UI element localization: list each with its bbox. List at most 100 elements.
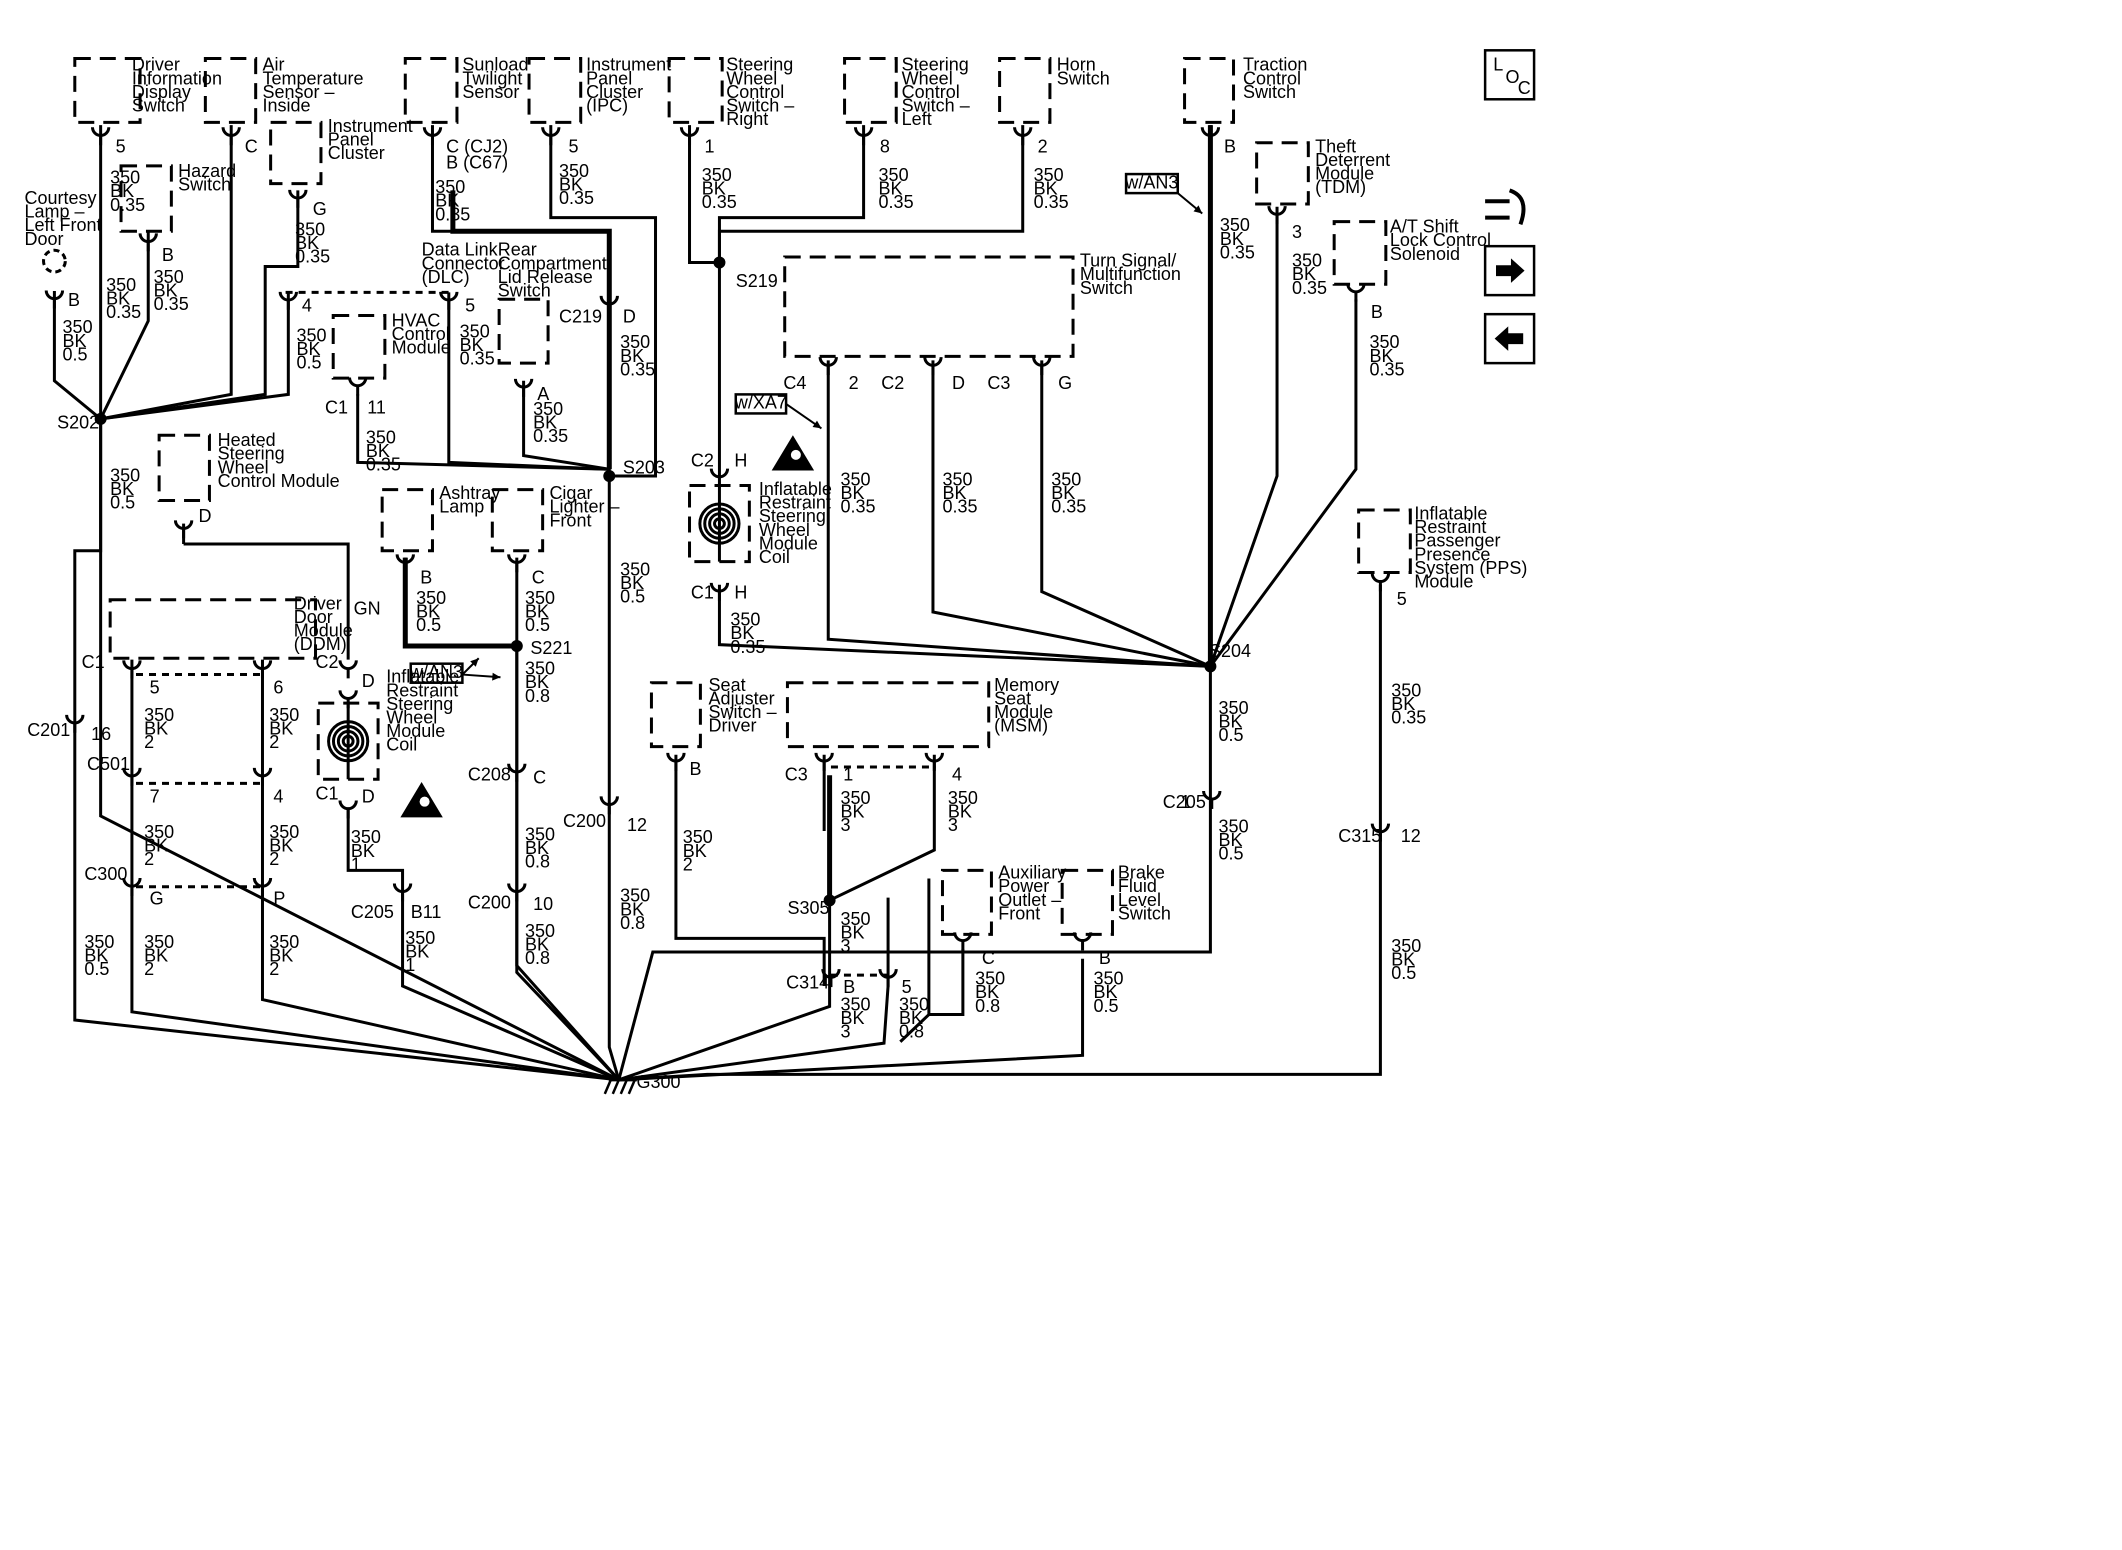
pin-4-c501: 4 (273, 786, 283, 806)
seat-adjuster-box (649, 681, 702, 749)
wire-label: BK (840, 801, 864, 821)
connector-symbol (338, 660, 358, 670)
heavy-wire (402, 557, 517, 649)
pin-5-ipc2: 5 (568, 136, 578, 156)
label-tdm: Module (1315, 164, 1374, 184)
connector-symbol (923, 356, 943, 367)
wire-label: 3 (840, 936, 850, 956)
pin-c1-c205: 1 (1180, 792, 1190, 812)
sunload-sensor-box (403, 56, 459, 124)
label-atshift: Solenoid (1390, 244, 1460, 264)
wire-label: 0.35 (533, 426, 568, 446)
label-pps: Passenger (1414, 531, 1500, 551)
wire-label: 0.35 (1391, 708, 1426, 728)
label-dlc: Data Link (422, 240, 499, 260)
connector-symbol (173, 520, 194, 530)
connector-symbol (252, 877, 273, 888)
pin-b-ashtray: B (420, 567, 432, 587)
wire-label: 350 (144, 705, 174, 725)
pin-d-c2: D (952, 373, 965, 393)
wire-label: 350 (1391, 936, 1421, 956)
wire (52, 291, 102, 421)
wire-label: 350 (942, 470, 972, 490)
label-rear-lid: Compartment (498, 253, 607, 273)
label-aux-power: Auxiliary (998, 863, 1066, 883)
conn-c219: C208 (468, 765, 511, 785)
label-cigar: Front (549, 510, 591, 530)
connector-symbols (44, 127, 1391, 988)
wire-label: BK (63, 331, 87, 351)
pin-2-c4: 2 (849, 373, 859, 393)
pin-b-seatadj: B (690, 759, 702, 779)
wire-label: 0.5 (620, 586, 645, 606)
wire-label: 2 (144, 959, 154, 979)
wire-label: BK (1220, 229, 1244, 249)
label-rear-lid: Lid Release (498, 267, 593, 287)
pin-6-ddm: 6 (273, 678, 283, 698)
label-cigar: Lighter – (549, 497, 619, 517)
prev-arrow-button (1483, 312, 1536, 365)
wire-label: 350 (840, 909, 870, 929)
label-swcl: Control (902, 82, 960, 102)
wire-label: 0.35 (702, 192, 737, 212)
option-tag-an3-lower-label: w/AN3 (409, 662, 463, 682)
label-hazard: Switch (178, 174, 231, 194)
connector-symbol (814, 752, 834, 763)
label-coil-lower: Restraint (386, 680, 458, 700)
msm-box (785, 681, 991, 749)
wire-label: BK (1370, 346, 1394, 366)
label-coil-upper: Restraint (759, 493, 831, 513)
wire-label: BK (620, 573, 644, 593)
label-ddm: Driver (294, 593, 342, 613)
wire (717, 584, 1211, 668)
label-air-temp: Sensor – (262, 82, 334, 102)
wire-label: 0.35 (879, 192, 914, 212)
pin-d-c208: D (623, 306, 636, 326)
pin-12-c200: 12 (627, 815, 647, 835)
label-brake: Switch (1118, 903, 1171, 923)
wire-label: 2 (144, 732, 154, 752)
wire-label: 350 (899, 994, 929, 1014)
wire-label: BK (942, 483, 966, 503)
wire-label: 350 (154, 267, 184, 287)
pin-12-c314: 12 (1401, 826, 1421, 846)
wire-label: BK (416, 601, 440, 621)
label-dlc: Connector (422, 253, 505, 273)
pin-d-coil2-top: D (362, 671, 375, 691)
wire-label: BK (296, 339, 320, 359)
connector-symbol (853, 127, 874, 137)
connector-symbol (953, 932, 973, 942)
wire-label: BK (525, 935, 549, 955)
wire-label: 350 (840, 994, 870, 1014)
splice-label-s305: S305 (787, 898, 829, 918)
connector-symbol (65, 714, 85, 725)
label-traction: Control (1243, 68, 1301, 88)
connector-symbol (507, 554, 527, 564)
wire-label: 350 (525, 588, 555, 608)
pin-c-cigar: C (532, 567, 545, 587)
wire-label: 350 (620, 886, 650, 906)
wire-label: 350 (144, 932, 174, 952)
label-seat-adjuster: Driver (709, 716, 757, 736)
label-coil-lower: Wheel (386, 708, 437, 728)
label-msm: Seat (994, 688, 1031, 708)
wire (260, 659, 620, 1082)
wire-label: BK (840, 922, 864, 942)
connector-symbol (818, 356, 838, 367)
wire (618, 900, 832, 1082)
option-arrow-xa7-head (812, 420, 822, 429)
connector-symbol (395, 554, 415, 564)
connector-symbol (392, 883, 413, 894)
conn-c4: C4 (783, 373, 806, 393)
wire (717, 125, 866, 263)
connector-symbol (252, 767, 273, 778)
option-tag-xa7 (734, 393, 788, 415)
wire-label: 0.5 (110, 493, 135, 513)
connector-symbol (1032, 356, 1052, 367)
connector-symbol (1202, 790, 1222, 801)
splice-s202 (94, 412, 107, 425)
wire-label: 350 (620, 332, 650, 352)
wire-label: 350 (366, 427, 396, 447)
wire-label: BK (1391, 950, 1415, 970)
wire-label: BK (295, 233, 319, 253)
